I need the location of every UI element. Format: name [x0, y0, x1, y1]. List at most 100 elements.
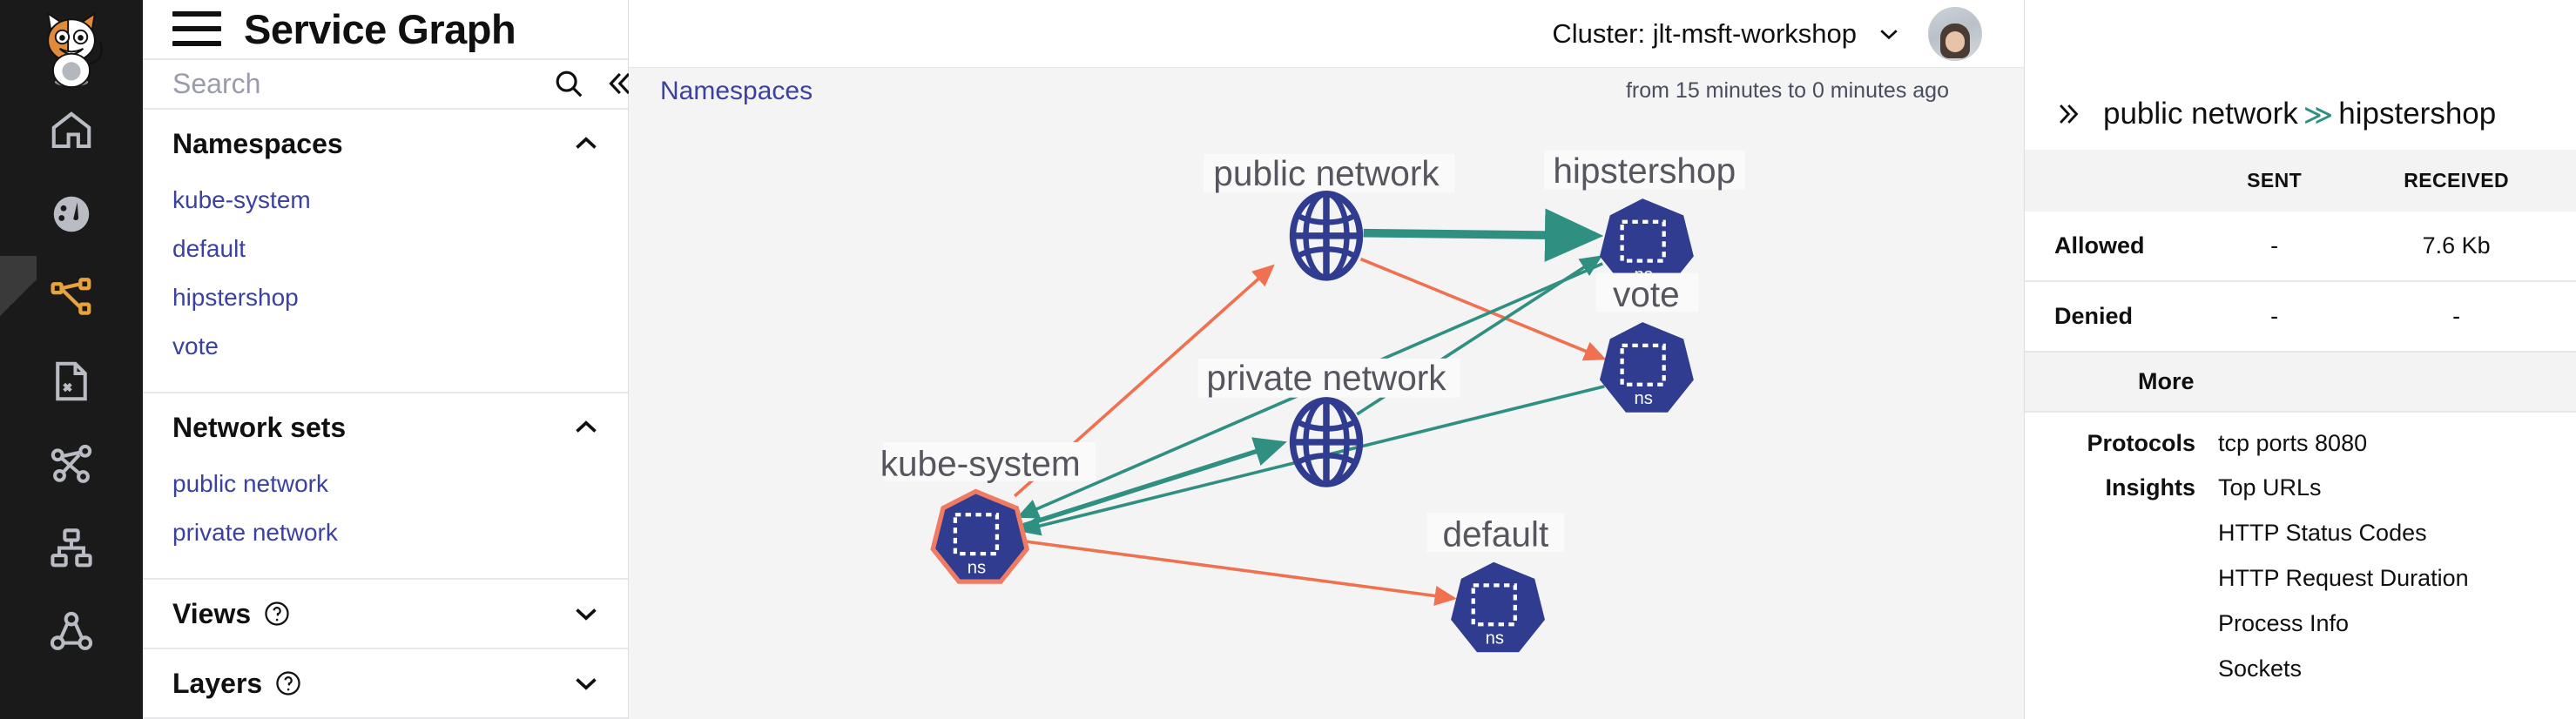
sidebar-header: Service Graph [143, 0, 628, 58]
rail-item-list [0, 89, 143, 674]
table-row: Denied - - [2025, 281, 2576, 353]
edge-kube-system-to-private-network[interactable] [1021, 437, 1287, 528]
detail-panel-header-spacer [2025, 0, 2576, 78]
cluster-mesh-icon [50, 611, 93, 650]
search-button[interactable] [549, 64, 589, 104]
insight-item-http-status-codes[interactable]: HTTP Status Codes [2218, 520, 2427, 546]
node-sublabel-kube-system: ns [968, 558, 986, 577]
chevron-down-icon [576, 678, 597, 690]
section-body-namespaces: kube-system default hipstershop vote [143, 178, 628, 392]
hamburger-icon[interactable] [172, 11, 221, 47]
traffic-stats-head: SENT RECEIVED [2025, 150, 2576, 212]
graph-node-kube-system[interactable]: kube-system ns [880, 441, 1096, 584]
rail-item-endpoints[interactable] [0, 507, 143, 590]
section-header-layers[interactable]: Layers [143, 649, 628, 717]
traffic-stats-body: Allowed - 7.6 Kb Denied - - [2025, 212, 2576, 353]
rail-item-service-graph[interactable] [0, 256, 143, 339]
search-icon [556, 71, 583, 97]
node-sublabel-default: ns [1486, 628, 1504, 648]
cell-denied-sent: - [2212, 281, 2337, 353]
rail-item-cluster-mesh[interactable] [0, 590, 143, 674]
node-label-vote: vote [1613, 274, 1680, 314]
help-circle-icon[interactable] [263, 600, 291, 628]
graph-main: Cluster: jlt-msft-workshop Namespaces fr… [629, 0, 2025, 719]
column-header-blank [2025, 150, 2212, 212]
more-section-header[interactable]: More [2025, 353, 2576, 413]
row-label-allowed: Allowed [2025, 212, 2212, 282]
calico-cat-logo [46, 11, 103, 89]
protocols-value: tcp ports 8080 [2218, 430, 2368, 456]
column-header-received: RECEIVED [2337, 150, 2576, 212]
dashboard-gauge-icon [53, 196, 90, 232]
node-label-private-network: private network [1206, 358, 1446, 398]
row-label-denied: Denied [2025, 281, 2212, 353]
sidebar-item-vote[interactable]: vote [172, 333, 219, 360]
table-header-row: SENT RECEIVED [2025, 150, 2576, 212]
insight-item-http-request-duration[interactable]: HTTP Request Duration [2218, 565, 2469, 591]
rail-item-network-nodes[interactable] [0, 423, 143, 507]
collapse-sidebar-button[interactable] [599, 64, 639, 104]
protocols-label: Protocols [2087, 430, 2195, 456]
node-label-hipstershop: hipstershop [1553, 151, 1736, 191]
sidebar-section-layers: Layers [143, 649, 628, 719]
node-label-kube-system: kube-system [880, 443, 1081, 483]
sidebar-section-network-sets: Network sets public network private netw… [143, 393, 628, 580]
home-icon [51, 111, 91, 149]
sidebar-item-hipstershop[interactable]: hipstershop [172, 284, 299, 311]
graph-node-default[interactable]: default ns [1426, 512, 1565, 653]
graph-node-private-network[interactable]: private network [1197, 358, 1460, 484]
detail-title-source: public network [2103, 97, 2298, 131]
section-title-layers: Layers [172, 667, 263, 699]
sidebar-item-public-network[interactable]: public network [172, 470, 328, 497]
sidebar-item-kube-system[interactable]: kube-system [172, 186, 311, 213]
edge-public-network-to-hipstershop[interactable] [1363, 208, 1604, 262]
chevron-down-icon [1880, 29, 1898, 39]
edge-public-network-to-vote[interactable] [1359, 257, 1607, 361]
time-range-label: from 15 minutes to 0 minutes ago [1625, 78, 1949, 104]
cell-allowed-received: 7.6 Kb [2337, 212, 2576, 282]
graph-node-hipstershop[interactable]: hipstershop ns [1543, 150, 1745, 289]
cluster-selector[interactable]: Cluster: jlt-msft-workshop [1552, 18, 1902, 50]
rail-item-dashboard[interactable] [0, 172, 143, 256]
chevron-down-icon [576, 608, 597, 621]
endpoints-grid-icon [51, 528, 92, 568]
rail-item-home[interactable] [0, 89, 143, 172]
page-title: Service Graph [244, 5, 516, 52]
edge-kube-system-to-default[interactable] [1019, 539, 1457, 606]
service-graph-icon [51, 278, 91, 315]
section-title-network-sets: Network sets [172, 411, 347, 443]
help-circle-icon[interactable] [274, 669, 302, 697]
graph-node-vote[interactable]: vote ns [1595, 272, 1699, 413]
insight-item-sockets[interactable]: Sockets [2218, 655, 2303, 682]
search-input[interactable] [172, 67, 538, 100]
chevrons-right-icon[interactable] [2054, 99, 2084, 129]
section-header-network-sets[interactable]: Network sets [143, 393, 628, 461]
section-header-namespaces[interactable]: Namespaces [143, 110, 628, 178]
detail-title: public network ≫ hipstershop [2103, 97, 2496, 131]
insight-item-top-urls[interactable]: Top URLs [2218, 474, 2322, 501]
cell-allowed-sent: - [2212, 212, 2337, 282]
detail-title-separator: ≫ [2303, 97, 2334, 131]
graph-svg: public network private network hipstersh… [880, 150, 1745, 653]
table-row: Allowed - 7.6 Kb [2025, 212, 2576, 282]
breadcrumb[interactable]: Namespaces [660, 76, 813, 105]
insight-item-process-info[interactable]: Process Info [2218, 610, 2350, 636]
rail-item-policies[interactable] [0, 339, 143, 423]
section-title-views: Views [172, 597, 252, 629]
service-graph-canvas[interactable]: public network private network hipstersh… [629, 115, 2024, 719]
top-bar: Cluster: jlt-msft-workshop [629, 0, 2024, 69]
sidebar-item-private-network[interactable]: private network [172, 519, 338, 546]
traffic-stats-table: SENT RECEIVED Allowed - 7.6 Kb Denied - … [2025, 150, 2576, 353]
sidebar-section-namespaces: Namespaces kube-system default hipstersh… [143, 110, 628, 393]
detail-title-target: hipstershop [2338, 97, 2497, 131]
insights-label: Insights [2105, 474, 2195, 501]
section-header-views[interactable]: Views [143, 580, 628, 648]
user-avatar[interactable] [1928, 6, 1982, 61]
graph-node-public-network[interactable]: public network [1204, 153, 1455, 278]
icon-rail [0, 0, 143, 719]
sidebar-item-default[interactable]: default [172, 235, 246, 262]
chevron-up-icon [576, 137, 597, 149]
protocols-row: Protocols tcp ports 8080 [2025, 413, 2576, 457]
graph-toolbar: Namespaces from 15 minutes to 0 minutes … [629, 68, 2024, 115]
